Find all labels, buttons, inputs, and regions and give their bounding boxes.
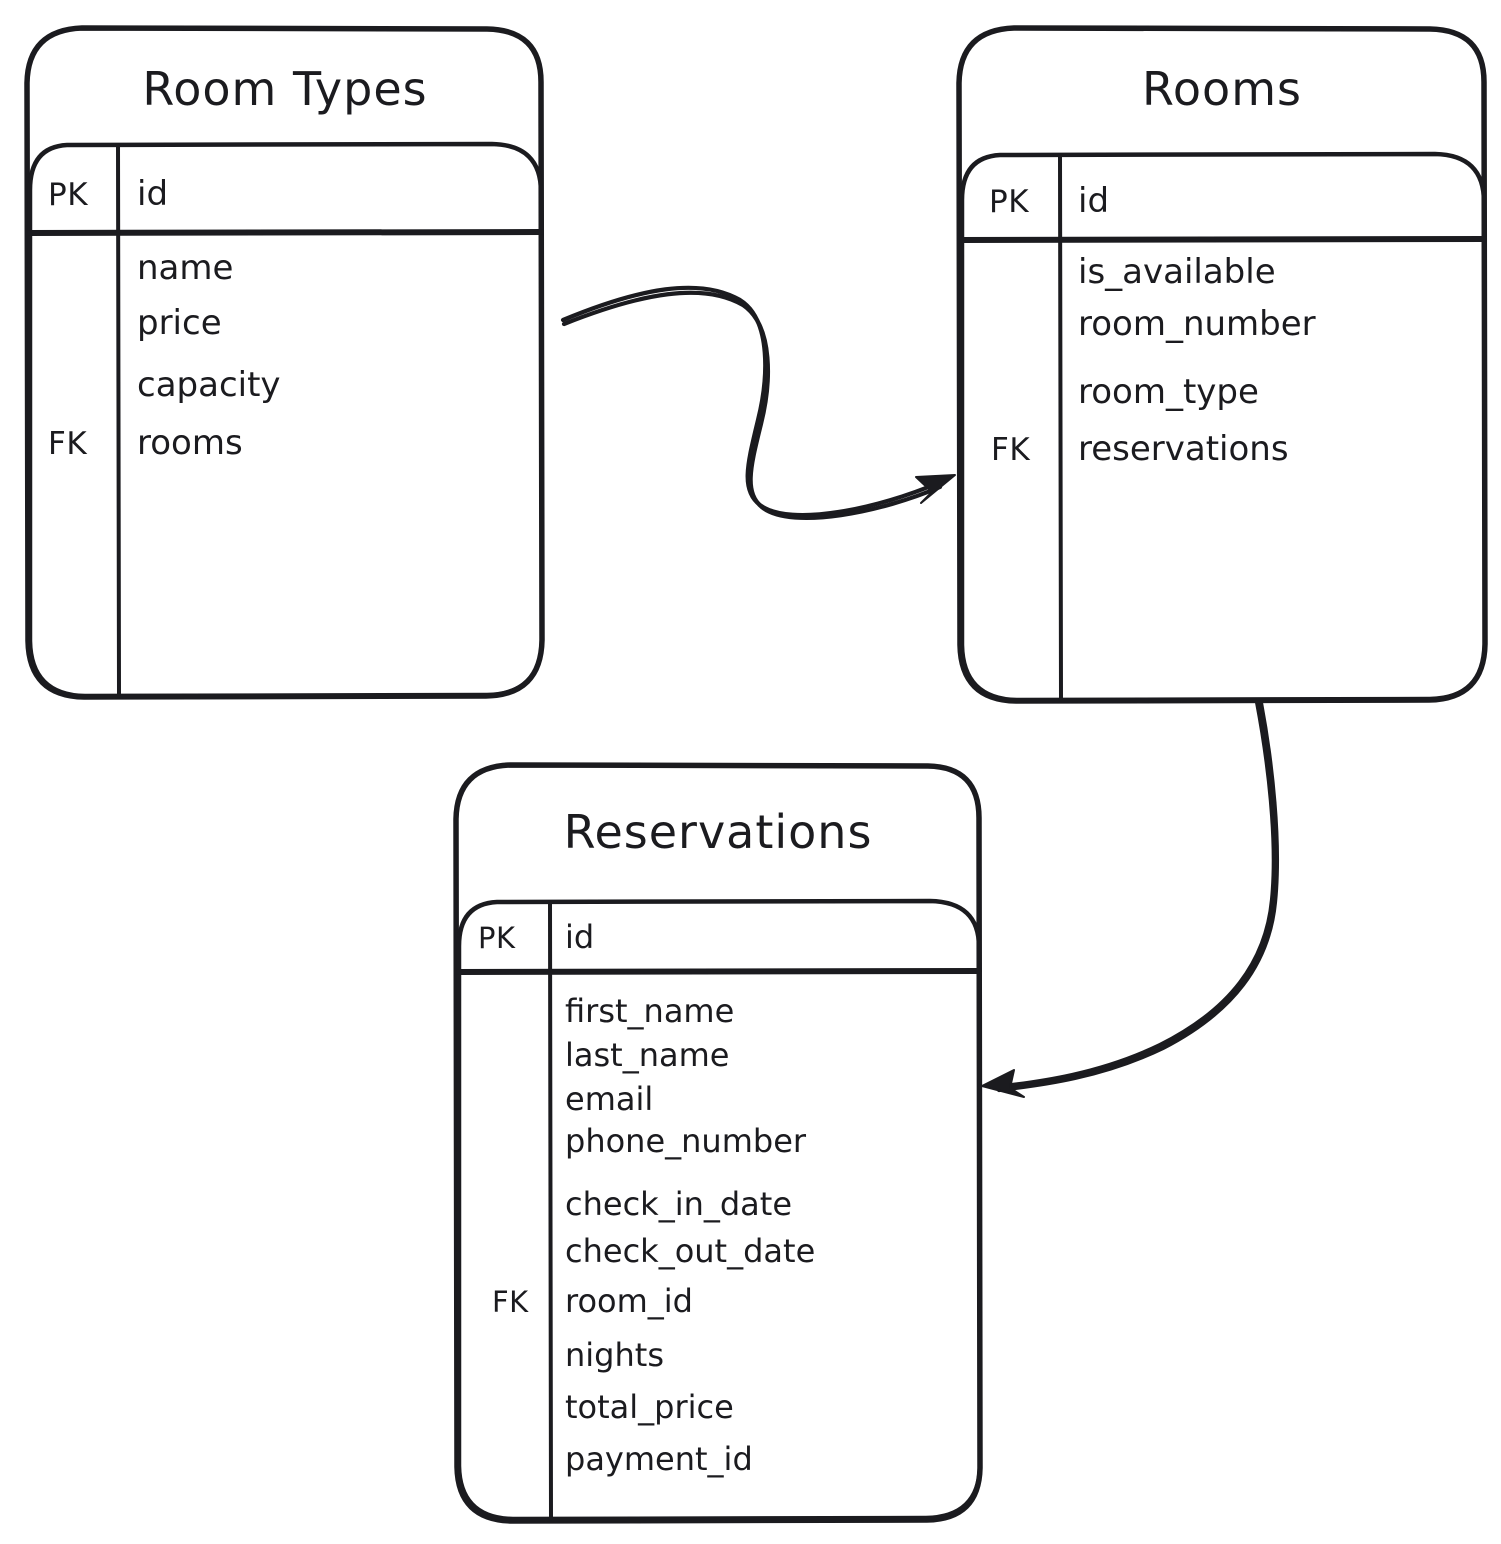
relationship-arrowhead: [981, 1069, 1025, 1098]
relationship-rooms-to-reservations[interactable]: [981, 699, 1280, 1098]
entity-reservations-pk-field: id: [565, 918, 594, 956]
entity-rooms-key-divider: [1058, 153, 1063, 702]
entity-reservations-table-outline: [456, 898, 983, 1522]
entity-room-types-field-capacity: capacity: [137, 365, 281, 405]
entity-room-types-header-divider: [27, 229, 544, 236]
entity-rooms-field-room-number: room_number: [1078, 304, 1316, 344]
entity-reservations-field-check-in-date: check_in_date: [565, 1185, 792, 1223]
entity-rooms-field-reservations: reservations: [1078, 429, 1289, 469]
entity-room-types-table-outline: [27, 141, 545, 699]
entity-room-types-key-divider: [116, 143, 121, 698]
entity-reservations[interactable]: Reservations PK id first_name last_name …: [453, 762, 983, 1524]
entity-reservations-field-nights: nights: [565, 1336, 664, 1374]
entity-room-types-field-price: price: [137, 303, 222, 343]
entity-reservations-field-room-id: room_id: [565, 1282, 693, 1320]
relationship-line-sketch: [996, 700, 1280, 1093]
entity-reservations-header-divider: [456, 968, 982, 975]
relationship-line: [993, 699, 1276, 1090]
relationship-line-sketch: [561, 290, 943, 520]
entity-room-types-field-name: name: [137, 248, 233, 288]
entity-rooms-field-room-type: room_type: [1078, 372, 1259, 412]
entity-rooms-pk-field: id: [1078, 181, 1109, 221]
entity-room-types-field-rooms: rooms: [137, 423, 243, 463]
entity-room-types[interactable]: Room Types PK id name price capacity FK …: [24, 25, 545, 700]
entity-reservations-fk-label: FK: [492, 1285, 529, 1319]
entity-rooms-header-divider: [959, 236, 1487, 243]
entity-reservations-field-check-out-date: check_out_date: [565, 1232, 815, 1270]
entity-room-types-outline: [24, 25, 545, 700]
entity-reservations-field-last-name: last_name: [565, 1036, 729, 1074]
entity-reservations-title: Reservations: [564, 805, 873, 859]
entity-reservations-field-email: email: [565, 1080, 653, 1118]
entity-rooms-title: Rooms: [1142, 62, 1302, 116]
entity-rooms[interactable]: Rooms PK id is_available room_number roo…: [956, 25, 1488, 704]
relationship-line: [560, 285, 941, 518]
entity-reservations-key-divider: [548, 900, 553, 1521]
entity-room-types-title: Room Types: [142, 62, 427, 116]
entity-rooms-field-is-available: is_available: [1078, 252, 1276, 292]
entity-reservations-field-payment-id: payment_id: [565, 1440, 753, 1478]
entity-room-types-fk-label: FK: [48, 426, 87, 462]
relationship-room-types-to-rooms[interactable]: [560, 285, 956, 520]
entity-reservations-field-phone-number: phone_number: [565, 1122, 807, 1160]
entity-rooms-table-outline: [959, 151, 1488, 703]
entity-rooms-pk-label: PK: [989, 184, 1029, 220]
entity-reservations-field-total-price: total_price: [565, 1388, 734, 1426]
relationship-arrowhead: [915, 474, 956, 504]
entity-rooms-fk-label: FK: [991, 432, 1030, 468]
entity-room-types-pk-label: PK: [48, 177, 88, 213]
entity-reservations-pk-label: PK: [478, 921, 516, 955]
entity-reservations-field-first-name: first_name: [565, 992, 734, 1030]
entity-room-types-pk-field: id: [137, 174, 168, 214]
entity-rooms-outline: [956, 25, 1488, 704]
